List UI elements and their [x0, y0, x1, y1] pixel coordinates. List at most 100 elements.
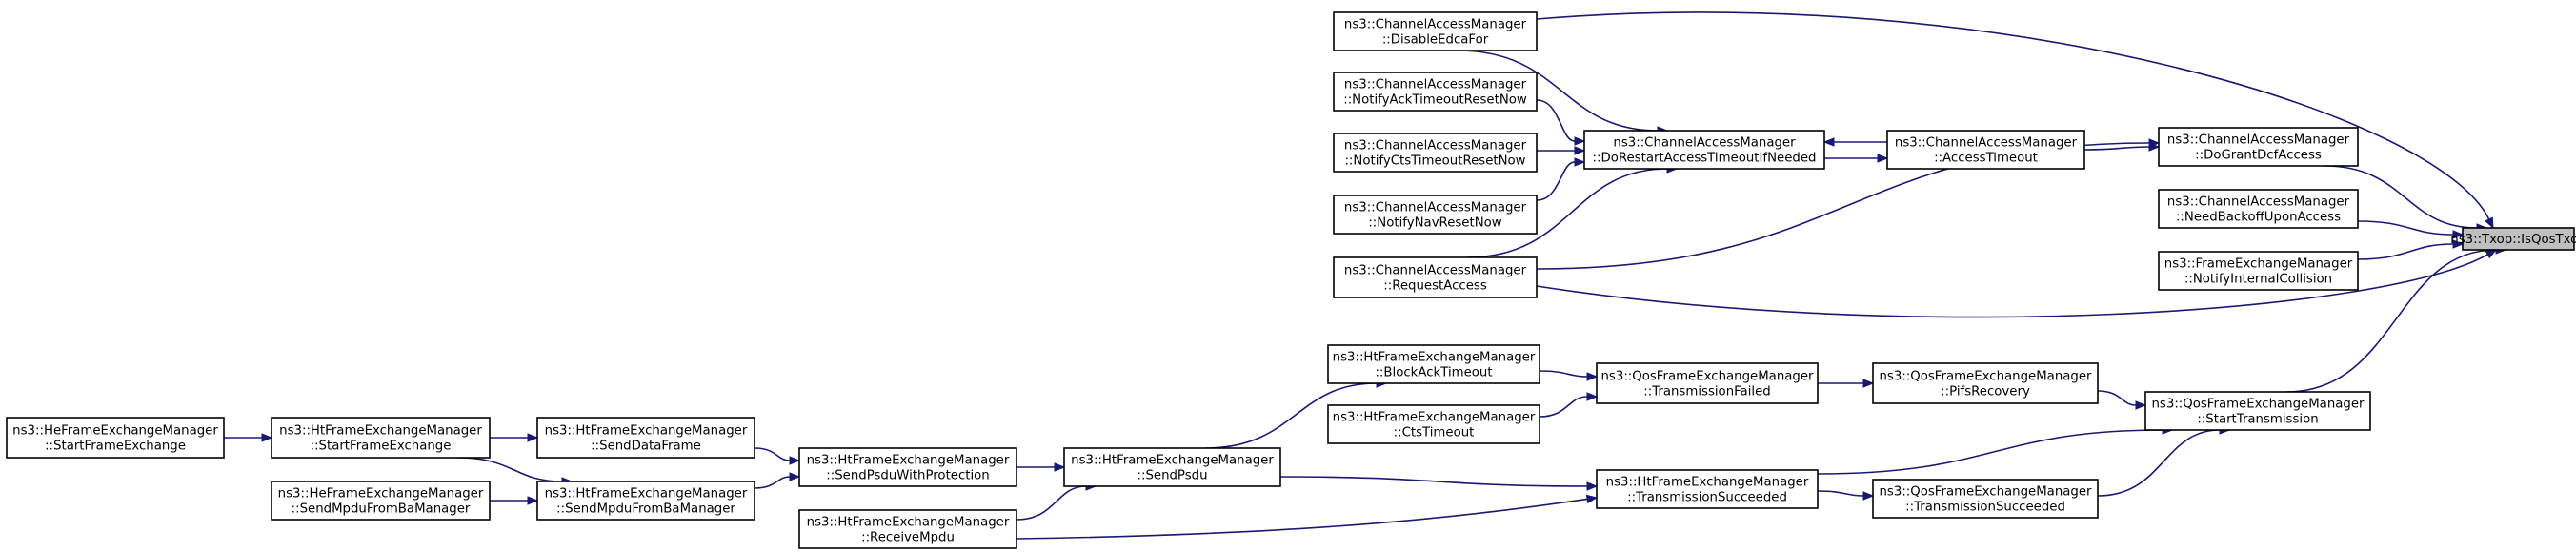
graph-node[interactable]: ns3::ChannelAccessManager::DisableEdcaFo… [1333, 11, 1538, 51]
node-label-line: ns3::HtFrameExchangeManager [1333, 411, 1536, 425]
edge-notify_cts-to-do_restart [1536, 146, 1586, 155]
node-label-line: ns3::Txop::IsQosTxop [2450, 233, 2576, 247]
arrow-head-icon [1822, 137, 1835, 147]
graph-node[interactable]: ns3::FrameExchangeManager::NotifyInterna… [2158, 251, 2359, 291]
graph-node[interactable]: ns3::QosFrameExchangeManager::Transmissi… [1872, 479, 2099, 519]
graph-node[interactable]: ns3::HtFrameExchangeManager::SendPsdu [1063, 447, 1281, 487]
node-box [2462, 227, 2575, 251]
graph-node[interactable]: ns3::HeFrameExchangeManager::StartFrameE… [6, 417, 225, 459]
edge-line [1539, 396, 1588, 418]
graph-node[interactable]: ns3::QosFrameExchangeManager::PifsRecove… [1872, 362, 2099, 404]
node-label-line: ns3::ChannelAccessManager [1344, 264, 1527, 278]
graph-node[interactable]: ns3::ChannelAccessManager::NotifyNavRese… [1333, 195, 1538, 235]
node-box [6, 417, 225, 459]
node-label-line: ns3::QosFrameExchangeManager [1880, 370, 2093, 384]
graph-node[interactable]: ns3::HtFrameExchangeManager::ReceiveMpdu [798, 509, 1017, 549]
node-box [1063, 447, 1281, 487]
node-label-line: ns3::ChannelAccessManager [2167, 133, 2350, 148]
graph-node[interactable]: ns3::ChannelAccessManager::NeedBackoffUp… [2158, 189, 2359, 229]
graph-node[interactable]: ns3::HtFrameExchangeManager::Transmissio… [1596, 469, 1819, 509]
edge-line [2324, 165, 2478, 229]
node-label-line: ns3::HtFrameExchangeManager [1606, 476, 1809, 490]
edge-ht_send_data-to-ht_send_psdu_prot [754, 447, 801, 465]
edge-line [1279, 476, 1588, 487]
node-label-line: ::SendMpduFromBaManager [292, 502, 471, 517]
node-box [271, 417, 491, 459]
node-box [536, 417, 755, 459]
node-label-line: ns3::HtFrameExchangeManager [807, 516, 1010, 530]
graph-node[interactable]: ns3::QosFrameExchangeManager::Transmissi… [1596, 362, 1819, 404]
node-label-line: ns3::ChannelAccessManager [1344, 78, 1527, 92]
graph-node[interactable]: ns3::HtFrameExchangeManager::SendDataFra… [536, 417, 755, 459]
node-label-line: ns3::QosFrameExchangeManager [2152, 398, 2365, 412]
node-label-line: ns3::ChannelAccessManager [1895, 136, 2078, 151]
node-label-line: ::StartFrameExchange [45, 440, 186, 454]
graph-node[interactable]: ns3::HtFrameExchangeManager::CtsTimeout [1327, 404, 1540, 444]
edge-line [1016, 498, 1588, 540]
node-label-line: ns3::HeFrameExchangeManager [278, 487, 484, 502]
node-label-line: ::BlockAckTimeout [1375, 366, 1492, 380]
node-label-line: ns3::QosFrameExchangeManager [1601, 370, 1815, 384]
nodes-layer: ns3::Txop::IsQosTxopns3::ChannelAccessMa… [6, 11, 2576, 549]
arrow-head-icon [1862, 379, 1875, 388]
arrow-head-icon [2485, 216, 2494, 230]
node-box [1886, 130, 2085, 170]
edge-qos_tx_succeeded-to-qos_start_tx [2097, 425, 2231, 497]
node-label-line: ns3::FrameExchangeManager [2164, 257, 2353, 272]
graph-node[interactable]: ns3::HtFrameExchangeManager::SendPsduWit… [798, 447, 1017, 487]
node-label-line: ::DoGrantDcfAccess [2195, 149, 2322, 163]
graph-node[interactable]: ns3::ChannelAccessManager::AccessTimeout [1886, 130, 2085, 170]
edge-line [1016, 485, 1087, 521]
graph-node[interactable]: ns3::HeFrameExchangeManager::SendMpduFro… [271, 481, 491, 521]
graph-node[interactable]: ns3::ChannelAccessManager::NotifyCtsTime… [1333, 133, 1538, 173]
node-label-line: ::NotifyNavResetNow [1368, 216, 1501, 231]
arrow-head-icon [2485, 249, 2498, 259]
arrow-head-icon [2148, 138, 2161, 148]
node-label-line: ::NotifyInternalCollision [2184, 273, 2332, 287]
node-label-line: ::SendPsdu [1137, 469, 1207, 483]
node-label-line: ::ReceiveMpdu [861, 531, 955, 545]
node-box [1333, 11, 1538, 51]
arrow-head-icon [1862, 491, 1875, 501]
node-box [798, 509, 1017, 549]
edge-notify_internal-to-root [2357, 239, 2465, 260]
arrow-head-icon [1574, 157, 1586, 167]
graph-node[interactable]: ns3::QosFrameExchangeManager::StartTrans… [2144, 391, 2371, 431]
arrow-head-icon [2452, 239, 2465, 249]
node-box [2158, 251, 2359, 291]
node-label-line: ns3::ChannelAccessManager [1613, 136, 1796, 151]
node-label-line: ::StartTransmission [2197, 413, 2318, 427]
edge-ht_tx_succeeded-to-qos_tx_succeeded [1817, 490, 1875, 501]
node-label-line: ::DoRestartAccessTimeoutIfNeeded [1593, 152, 1817, 166]
node-box [2158, 127, 2359, 167]
edge-line [2097, 390, 2137, 406]
edges-layer [224, 11, 2507, 540]
edge-line [2285, 249, 2497, 393]
edge-line [1204, 382, 1378, 449]
arrow-head-icon [1574, 146, 1586, 155]
root-node[interactable]: ns3::Txop::IsQosTxop [2450, 227, 2576, 251]
graph-node[interactable]: ns3::ChannelAccessManager::RequestAccess [1333, 256, 1538, 298]
node-label-line: ::StartFrameExchange [311, 440, 452, 454]
node-box [1333, 133, 1538, 173]
edge-line [1536, 11, 2490, 220]
graph-node[interactable]: ns3::HtFrameExchangeManager::StartFrameE… [271, 417, 491, 459]
edge-ht_cts_timeout-to-qos_tx_failed [1539, 392, 1599, 418]
edge-line [1817, 429, 2163, 475]
edge-line [1457, 50, 1659, 132]
node-label-line: ::NotifyAckTimeoutResetNow [1343, 93, 1527, 108]
node-label-line: ns3::HtFrameExchangeManager [545, 424, 748, 439]
graph-node[interactable]: ns3::ChannelAccessManager::NotifyAckTime… [1333, 72, 1538, 112]
graph-node[interactable]: ns3::ChannelAccessManager::DoGrantDcfAcc… [2158, 127, 2359, 167]
edge-ht_receive_mpdu-to-ht_send_psdu [1016, 481, 1097, 521]
edge-he_start_fe-to-ht_start_fe [224, 433, 273, 442]
graph-node[interactable]: ns3::ChannelAccessManager::DoRestartAcce… [1583, 130, 1825, 170]
arrow-head-icon [261, 433, 273, 442]
edge-line [754, 476, 791, 489]
graph-node[interactable]: ns3::HtFrameExchangeManager::SendMpduFro… [536, 481, 755, 521]
edge-qos_pifs-to-qos_start_tx [2097, 390, 2147, 410]
arrow-head-icon [1574, 136, 1586, 146]
node-label-line: ::PifsRecovery [1941, 385, 2030, 399]
graph-node[interactable]: ns3::HtFrameExchangeManager::BlockAckTim… [1327, 344, 1540, 384]
